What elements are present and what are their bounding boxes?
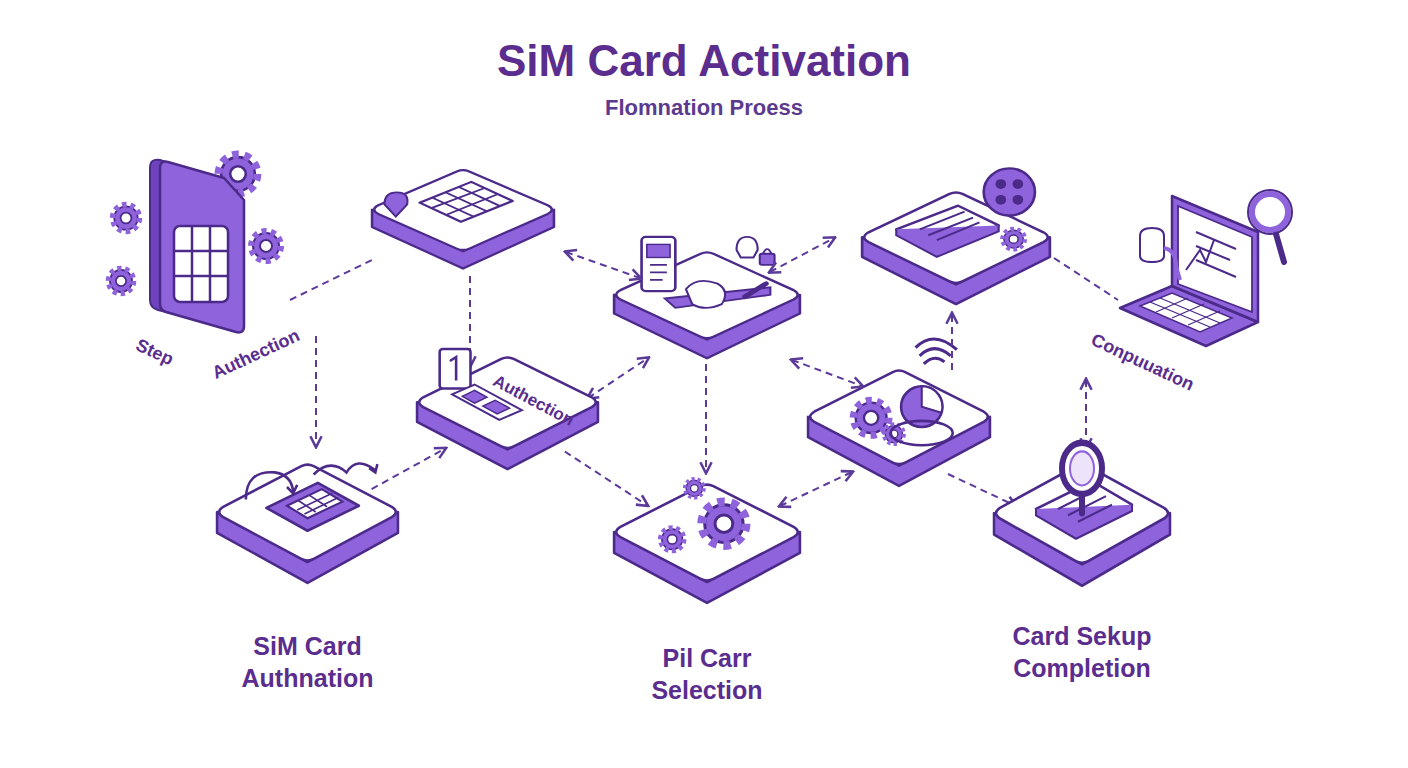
flow-connector	[565, 452, 647, 506]
step-label: Step	[133, 334, 177, 370]
tile-node: Pil Carr Selection	[612, 482, 802, 710]
flow-connector	[372, 449, 446, 490]
tile-shape	[215, 462, 400, 587]
tile-node: SiM Card Authnation	[215, 462, 400, 698]
tile-icon	[1036, 443, 1132, 539]
tile-icon	[246, 464, 378, 531]
tile-icon	[660, 479, 746, 551]
tile-node: Card Sekup Completion	[992, 462, 1172, 688]
tile-caption: Pil Carr Selection	[612, 642, 802, 706]
tile-caption: SiM Card Authnation	[215, 630, 400, 694]
step-label: Conpuuation	[1087, 329, 1196, 395]
tile-shape	[992, 462, 1172, 590]
diagram-title: SiM Card Activation	[0, 36, 1408, 86]
tile-shape	[612, 482, 802, 607]
tile-caption: Card Sekup Completion	[992, 620, 1172, 684]
tile-node: Authection	[415, 355, 600, 473]
step-label: Authection	[209, 325, 303, 384]
tile-body	[614, 485, 800, 603]
subtitle: Flomnation Proess	[605, 95, 803, 121]
